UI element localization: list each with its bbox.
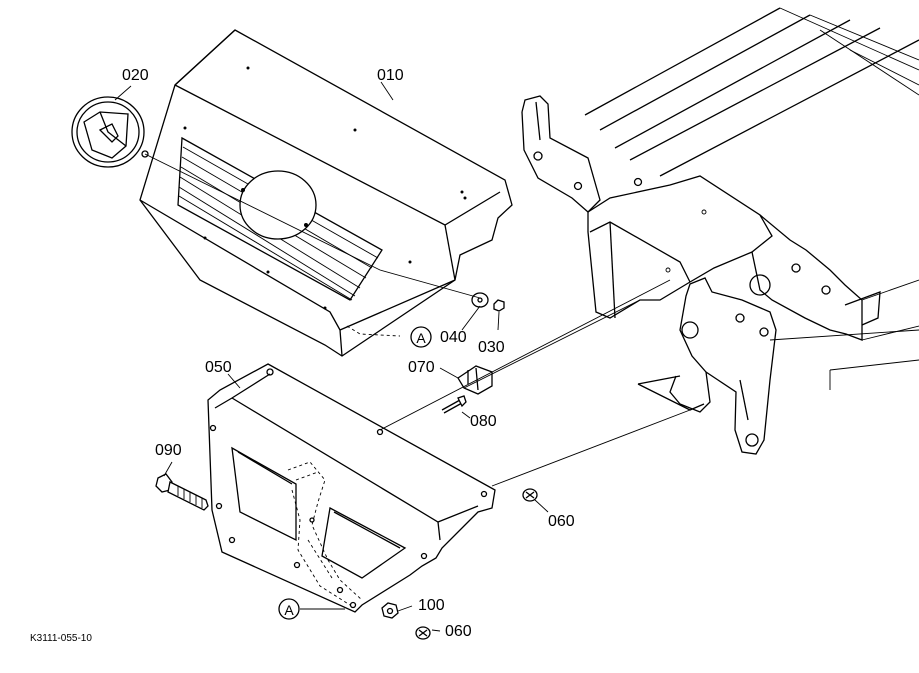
nut-030 <box>493 299 505 312</box>
part-label-050: 050 <box>205 359 232 376</box>
emblem-020 <box>71 96 149 168</box>
part-label-030: 030 <box>478 339 505 356</box>
under-cover-050 <box>207 363 496 613</box>
part-label-070: 070 <box>408 359 435 376</box>
nut-100 <box>381 602 399 619</box>
part-label-040: 040 <box>440 329 467 346</box>
part-label-060-lower: 060 <box>445 623 472 640</box>
part-label-080: 080 <box>470 413 497 430</box>
clip-070 <box>457 365 493 395</box>
bolt-090 <box>155 473 209 511</box>
bolt-060-lower <box>415 626 431 640</box>
reference-label-a1: A <box>416 330 426 346</box>
washer-040 <box>471 292 489 308</box>
part-label-020: 020 <box>122 67 149 84</box>
figure-code: K3111-055-10 <box>30 633 92 644</box>
reference-marker-a2: A <box>278 598 300 620</box>
screw-080 <box>441 395 467 414</box>
reference-marker-a1: A <box>410 326 432 348</box>
reference-label-a2: A <box>284 602 294 618</box>
front-grille-010 <box>139 29 513 357</box>
part-label-060-upper: 060 <box>548 513 575 530</box>
leader-lines <box>114 81 691 632</box>
tractor-frame <box>521 7 919 455</box>
part-label-100: 100 <box>418 597 445 614</box>
part-label-090: 090 <box>155 442 182 459</box>
part-label-010: 010 <box>377 67 404 84</box>
bolt-060-upper <box>522 488 538 502</box>
